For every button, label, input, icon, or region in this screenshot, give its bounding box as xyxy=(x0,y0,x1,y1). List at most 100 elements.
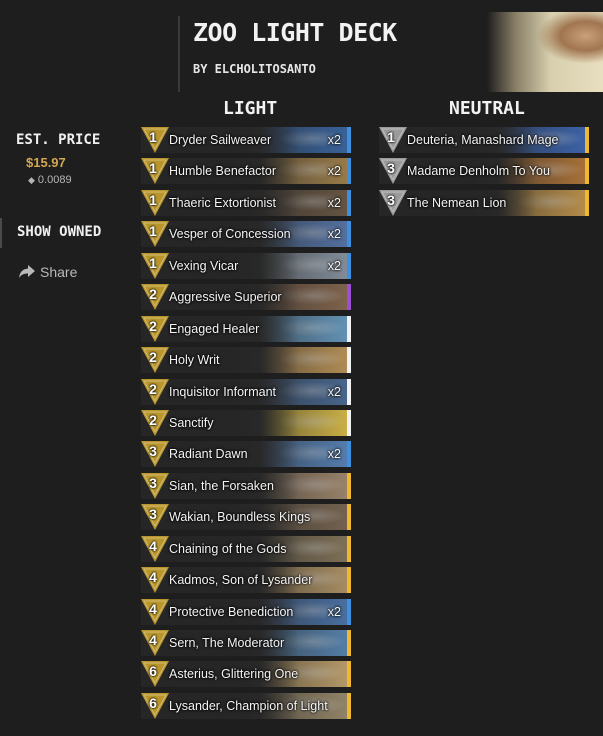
card-quantity: x2 xyxy=(327,227,341,242)
rarity-bar xyxy=(347,127,351,153)
card-name: The Nemean Lion xyxy=(407,195,507,210)
mana-cost-gem-icon xyxy=(141,252,169,279)
card-row[interactable]: 3 Madame Denholm To You xyxy=(379,158,589,185)
card-row[interactable]: 4 Protective Benediction x2 xyxy=(141,598,351,625)
card-name: Dryder Sailweaver xyxy=(169,133,272,147)
card-cost: 4 xyxy=(149,600,157,617)
rarity-bar xyxy=(585,189,589,216)
show-owned-toggle[interactable]: SHOW OWNED xyxy=(0,218,110,248)
rarity-bar xyxy=(347,535,351,562)
mana-cost-gem-icon xyxy=(141,284,169,311)
rarity-bar xyxy=(347,661,351,688)
card-art-shade xyxy=(141,661,351,688)
card-art-shade xyxy=(141,472,351,499)
card-name: Protective Benediction xyxy=(169,604,294,619)
card-art-shade xyxy=(141,158,351,185)
rarity-bar xyxy=(347,284,351,311)
mana-cost-gem-icon xyxy=(141,315,169,342)
mana-cost-gem-icon xyxy=(141,504,169,531)
card-row[interactable]: 1 Humble Benefactor x2 xyxy=(141,158,351,185)
card-art-shade xyxy=(141,630,351,656)
card-cost: 4 xyxy=(149,632,157,648)
rarity-bar xyxy=(347,441,351,468)
mana-cost-gem-icon xyxy=(141,221,169,248)
rarity-bar xyxy=(347,189,351,216)
card-art-shade xyxy=(141,409,351,436)
mana-cost-gem-icon xyxy=(141,535,169,562)
card-name: Vexing Vicar xyxy=(169,258,239,273)
card-cost: 4 xyxy=(149,569,157,586)
rarity-bar xyxy=(347,315,351,342)
card-name: Asterius, Glittering One xyxy=(169,667,299,682)
card-row[interactable]: 3 The Nemean Lion xyxy=(379,189,589,216)
card-cost: 3 xyxy=(387,191,395,208)
card-art-shade xyxy=(141,221,351,248)
card-name: Sian, the Forsaken xyxy=(169,478,274,493)
card-name: Radiant Dawn xyxy=(169,447,248,462)
card-cost: 6 xyxy=(149,663,157,680)
card-art-shade xyxy=(141,692,351,719)
card-art-shade xyxy=(141,189,351,216)
card-quantity: x2 xyxy=(327,384,341,399)
card-quantity: x2 xyxy=(327,258,341,273)
deck-title: ZOO LIGHT DECK xyxy=(193,18,397,47)
card-cost: 2 xyxy=(149,349,157,366)
mana-cost-gem-icon xyxy=(141,158,169,185)
card-row[interactable]: 4 Kadmos, Son of Lysander xyxy=(141,567,351,594)
card-row[interactable]: 3 Radiant Dawn x2 xyxy=(141,441,351,468)
card-cost: 4 xyxy=(149,537,157,554)
mana-cost-gem-icon xyxy=(141,598,169,625)
card-name: Deuteria, Manashard Mage xyxy=(407,133,559,147)
card-name: Madame Denholm To You xyxy=(407,164,550,179)
card-name: Vesper of Concession xyxy=(169,227,291,242)
rarity-bar xyxy=(347,472,351,499)
card-name: Humble Benefactor xyxy=(169,164,277,179)
card-name: Chaining of the Gods xyxy=(169,541,287,556)
mana-cost-gem-icon xyxy=(141,472,169,499)
card-cost: 1 xyxy=(149,223,157,240)
share-button[interactable]: Share xyxy=(18,264,77,280)
rarity-bar xyxy=(347,504,351,531)
card-quantity: x2 xyxy=(327,164,341,179)
card-row[interactable]: 6 Asterius, Glittering One xyxy=(141,661,351,688)
card-art-shade xyxy=(141,315,351,342)
mana-cost-gem-icon xyxy=(141,630,169,656)
mana-cost-gem-icon xyxy=(379,158,407,185)
rarity-bar xyxy=(347,347,351,374)
card-quantity: x2 xyxy=(327,604,341,619)
card-cost: 3 xyxy=(387,160,395,177)
light-column-title: LIGHT xyxy=(223,98,278,119)
card-row[interactable]: 4 Chaining of the Gods xyxy=(141,535,351,562)
card-art-shade xyxy=(141,441,351,468)
card-cost: 3 xyxy=(149,506,157,523)
card-cost: 2 xyxy=(149,317,157,334)
card-cost: 3 xyxy=(149,443,157,460)
hero-art xyxy=(487,12,603,92)
card-cost: 1 xyxy=(149,129,157,145)
rarity-bar xyxy=(585,127,589,153)
card-row[interactable]: 1 Vesper of Concession x2 xyxy=(141,221,351,248)
card-row[interactable]: 1 Vexing Vicar x2 xyxy=(141,252,351,279)
card-cost: 1 xyxy=(149,160,157,177)
card-art-shade xyxy=(141,347,351,374)
rarity-bar xyxy=(347,692,351,719)
share-label: Share xyxy=(40,264,78,280)
card-quantity: x2 xyxy=(327,447,341,462)
card-name: Kadmos, Son of Lysander xyxy=(169,573,313,588)
card-cost: 2 xyxy=(149,286,157,303)
card-cost: 1 xyxy=(149,254,157,271)
